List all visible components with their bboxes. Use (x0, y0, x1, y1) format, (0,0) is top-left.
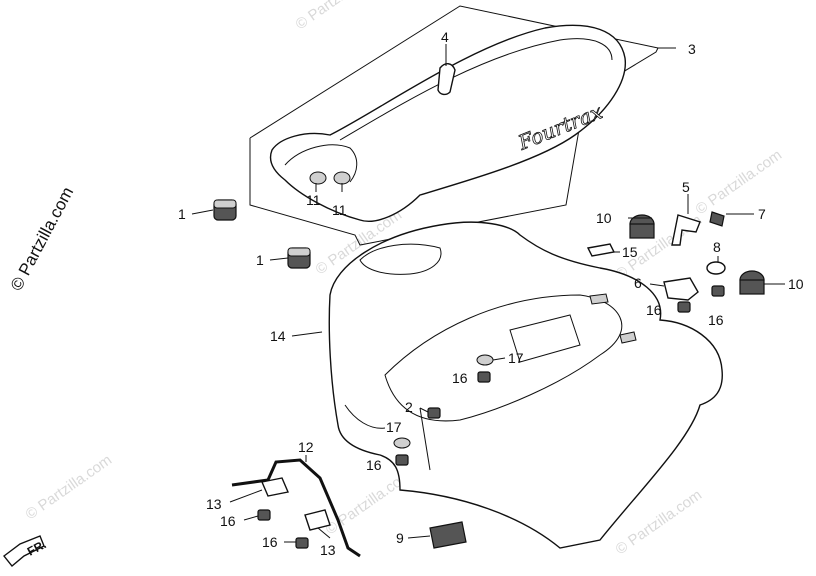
callout-8: 8 (713, 239, 721, 255)
callout-10: 10 (788, 276, 804, 292)
callout-4: 4 (441, 29, 449, 45)
seat-outline (269, 24, 626, 222)
bracket-clamp (261, 477, 289, 497)
latch-hardware (586, 211, 765, 313)
seat-strap (437, 63, 456, 96)
callout-16: 16 (366, 457, 382, 473)
callout-11: 11 (306, 192, 321, 208)
callout-17: 17 (508, 350, 524, 366)
bolt (677, 301, 691, 313)
washer (393, 437, 411, 449)
leader (492, 357, 506, 361)
callout-labels: 1 1 3 4 11 11 5 7 10 8 15 6 10 16 16 14 … (178, 29, 804, 558)
seat-inner-edge (284, 144, 358, 183)
bolt (477, 371, 491, 383)
spacer-plate (586, 243, 616, 257)
bolt (257, 509, 271, 521)
leader (419, 407, 431, 471)
rubber-cushion-body (629, 223, 655, 239)
bolt (295, 537, 309, 549)
callout-12: 12 (298, 439, 314, 455)
callout-1: 1 (178, 206, 186, 222)
callout-14: 14 (270, 328, 286, 344)
callout-13: 13 (320, 542, 336, 558)
leader-lines (191, 44, 785, 543)
leader (419, 407, 429, 413)
rubber-block (429, 521, 467, 549)
clip (427, 407, 441, 419)
callout-17: 17 (386, 419, 402, 435)
grommet (333, 171, 351, 185)
bracket-assembly (231, 458, 361, 558)
leader (407, 535, 431, 539)
nut-1a (213, 199, 237, 221)
callout-9: 9 (396, 530, 404, 546)
fender-tab (619, 331, 637, 344)
fender-carrier-inner (509, 314, 581, 363)
collar-nut-face (213, 199, 237, 209)
fender-carrier (384, 294, 623, 422)
bracket-rod (231, 458, 361, 558)
callout-16: 16 (262, 534, 278, 550)
leader (243, 515, 259, 521)
leader (229, 489, 263, 503)
fender-outline (328, 221, 723, 549)
callout-6: 6 (634, 275, 642, 291)
washer (476, 354, 494, 366)
watermark-main: © Partzilla.com (7, 184, 78, 294)
grommet (309, 171, 327, 185)
bolt (711, 285, 725, 297)
leader (191, 209, 214, 215)
leader (317, 527, 331, 539)
callout-5: 5 (682, 179, 690, 195)
nut-1b (287, 247, 311, 269)
rear-fender (328, 221, 723, 549)
lock-bracket (663, 277, 699, 301)
collar-nut-face (287, 247, 311, 257)
seat-hook (671, 214, 701, 246)
leader (649, 283, 665, 287)
center-fasteners (393, 354, 494, 466)
callout-16: 16 (220, 513, 236, 529)
callout-16: 16 (708, 312, 724, 328)
bolt (395, 454, 409, 466)
callout-7: 7 (758, 206, 766, 222)
callout-13: 13 (206, 496, 222, 512)
fender-edge (344, 404, 386, 429)
bracket-clamp (304, 509, 331, 531)
spring (709, 211, 725, 227)
callout-1: 1 (256, 252, 264, 268)
callout-10: 10 (596, 210, 612, 226)
callout-11: 11 (332, 202, 347, 218)
callout-15: 15 (622, 244, 638, 260)
callout-2: 2 (405, 399, 413, 415)
leader (291, 331, 323, 337)
seat-top-ridge (339, 38, 613, 141)
rubber-cushion-body (739, 279, 765, 295)
callout-16: 16 (452, 370, 468, 386)
fender-tab (589, 293, 609, 305)
front-arrow: FR. (3, 535, 48, 567)
leader (269, 257, 289, 261)
callout-16: 16 (646, 302, 662, 318)
fender-bulge (359, 243, 442, 275)
watermark-tile: © Partzilla.com (293, 0, 386, 33)
callout-3: 3 (688, 41, 696, 57)
watermark-tile: © Partzilla.com (693, 146, 786, 218)
watermark-tile: © Partzilla.com (23, 451, 116, 523)
collar (706, 261, 726, 275)
front-arrow-icon (3, 535, 45, 567)
